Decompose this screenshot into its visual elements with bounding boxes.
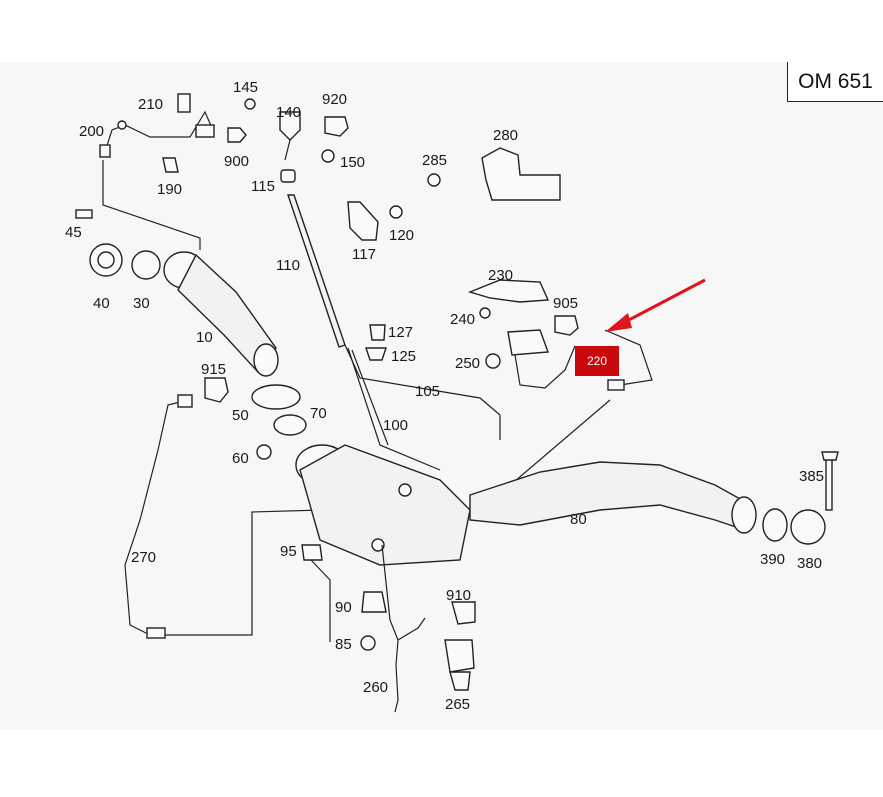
- callout-120: 120: [389, 227, 414, 244]
- mount-90: [301, 544, 387, 651]
- callout-80: 80: [570, 511, 587, 528]
- callout-900: 900: [224, 153, 249, 170]
- pipe-80: [469, 461, 757, 534]
- bracket-117: [347, 201, 403, 241]
- callout-265: 265: [445, 696, 470, 713]
- callout-380: 380: [797, 555, 822, 572]
- callout-90: 90: [335, 599, 352, 616]
- highlight-arrow: [605, 278, 706, 332]
- callout-145: 145: [233, 79, 258, 96]
- callout-270: 270: [131, 549, 156, 566]
- diagram-background: [0, 62, 883, 730]
- callout-60: 60: [232, 450, 249, 467]
- clamp-50: [251, 384, 307, 460]
- callout-125: 125: [391, 348, 416, 365]
- callout-915: 915: [201, 361, 226, 378]
- callout-140: 140: [276, 104, 301, 121]
- callout-70: 70: [310, 405, 327, 422]
- callout-150: 150: [340, 154, 365, 171]
- callout-85: 85: [335, 636, 352, 653]
- callout-105: 105: [415, 383, 440, 400]
- callout-385: 385: [799, 468, 824, 485]
- engine-code-label: OM 651: [787, 62, 883, 102]
- clamp-380: [762, 451, 839, 545]
- callout-250: 250: [455, 355, 480, 372]
- highlight-label-220: 220: [575, 346, 619, 376]
- pipe-110: [287, 194, 501, 471]
- nuts-127: [365, 324, 387, 361]
- callout-200: 200: [79, 123, 104, 140]
- callout-920: 920: [322, 91, 347, 108]
- callout-labels: 145 210 140 920 200 900 150 190 115 280 …: [65, 79, 824, 713]
- callout-280: 280: [493, 127, 518, 144]
- callout-10: 10: [196, 329, 213, 346]
- sensor-260: [381, 544, 476, 713]
- callout-40: 40: [93, 295, 110, 312]
- callout-260: 260: [363, 679, 388, 696]
- callout-50: 50: [232, 407, 249, 424]
- sensor-140: [244, 98, 349, 183]
- callout-910: 910: [446, 587, 471, 604]
- callout-117: 117: [352, 246, 376, 263]
- callout-240: 240: [450, 311, 475, 328]
- callout-390: 390: [760, 551, 785, 568]
- callout-30: 30: [133, 295, 150, 312]
- callout-285: 285: [422, 152, 447, 169]
- downpipe-10: [163, 251, 279, 377]
- callout-230: 230: [488, 267, 513, 284]
- dpf-catalyst: [295, 444, 496, 566]
- clamp-40: [75, 209, 161, 280]
- callout-210: 210: [138, 96, 163, 113]
- callout-100: 100: [383, 417, 408, 434]
- callout-45: 45: [65, 224, 82, 241]
- callout-110: 110: [276, 257, 300, 274]
- callout-127: 127: [388, 324, 413, 341]
- sensor-270: [124, 377, 229, 639]
- callout-905: 905: [553, 295, 578, 312]
- sensor-220-group: [467, 279, 653, 391]
- callout-190: 190: [157, 181, 182, 198]
- bracket-280: [427, 147, 561, 201]
- callout-95: 95: [280, 543, 297, 560]
- callout-115: 115: [251, 178, 275, 195]
- sensor-200: [99, 93, 247, 173]
